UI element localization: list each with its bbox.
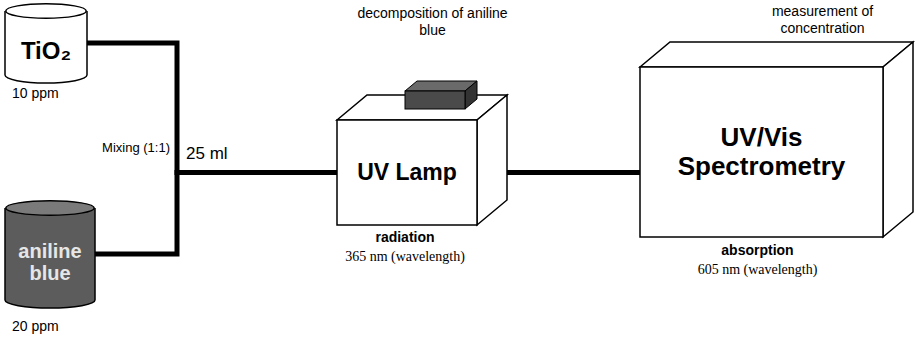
tio2-container: TiO₂ <box>5 3 87 83</box>
text-area: UV/Vis Spectrometry <box>640 67 883 237</box>
volume-label: 25 ml <box>186 144 256 164</box>
process-label: decomposition of aniline blue <box>350 5 515 39</box>
process-label: absorption <box>640 242 875 259</box>
text-area: UV Lamp <box>337 120 477 225</box>
wavelength-label: 365 nm (wavelength) <box>320 249 490 266</box>
pipe-line <box>95 173 337 255</box>
uv-lamp-box: UV Lamp <box>337 95 507 225</box>
process-label: radiation <box>330 229 480 246</box>
text-area: aniline blue <box>5 216 95 308</box>
node-title: TiO₂ <box>21 38 71 64</box>
pipe-line <box>87 43 337 173</box>
concentration-label: 20 ppm <box>12 318 92 335</box>
spectrometer-box: UV/Vis Spectrometry <box>640 42 913 237</box>
pipe-line <box>507 170 640 175</box>
text-area: TiO₂ <box>5 19 87 83</box>
node-title: UV Lamp <box>357 160 457 185</box>
node-title: aniline blue <box>5 240 95 284</box>
concentration-label: 10 ppm <box>12 85 92 102</box>
node-title: UV/Vis Spectrometry <box>640 123 883 180</box>
aniline-blue-container: aniline blue <box>5 200 95 308</box>
wavelength-label: 605 nm (wavelength) <box>620 262 895 279</box>
mixing-label: Mixing (1:1) <box>90 140 170 156</box>
process-label: measurement of concentration <box>740 3 905 37</box>
